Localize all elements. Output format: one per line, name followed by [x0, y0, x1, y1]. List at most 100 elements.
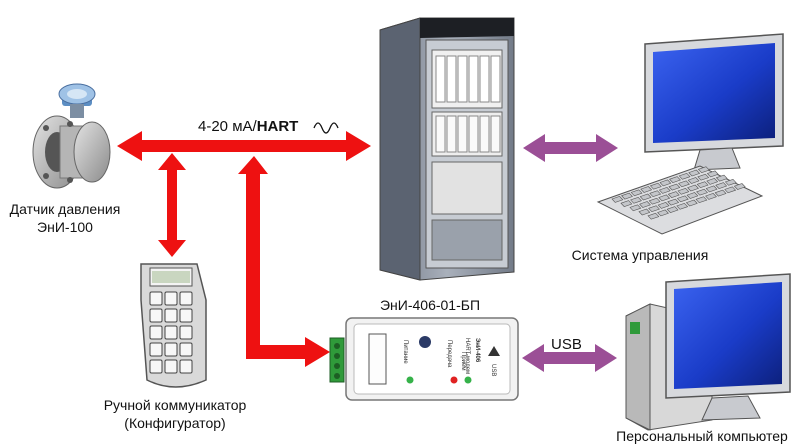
modem-label: ЭнИ-406-01-БП — [379, 297, 481, 313]
handheld-label-line2: (Конфигуратор) — [124, 415, 226, 431]
usb-link-label: USB — [551, 336, 582, 353]
sensor-handheld-arrow — [158, 153, 186, 257]
keyboard-key — [678, 172, 691, 180]
keypad-key — [179, 342, 193, 357]
keypad-key — [179, 359, 193, 374]
rack-module — [479, 115, 490, 153]
keyboard-key — [686, 192, 699, 199]
keyboard-key — [648, 197, 661, 205]
keyboard-key — [657, 202, 670, 209]
cabinet-pc-arrow — [523, 134, 618, 162]
keyboard-key — [677, 187, 690, 195]
pc-label: Персональный компьютер — [616, 428, 788, 444]
keyboard-key — [640, 186, 653, 193]
keyboard-key — [647, 212, 660, 220]
keypad-key — [164, 291, 178, 306]
keyboard-key — [629, 204, 642, 212]
handheld-label-line1: Ручной коммуникатор — [103, 397, 247, 413]
rack-module — [468, 55, 479, 103]
handheld-label: Ручной коммуникатор (Конфигуратор) — [85, 396, 265, 432]
sensor-label-line1: Датчик давления — [9, 201, 121, 217]
protocol-label: 4-20 мА/HART — [198, 118, 298, 135]
keyboard-key — [658, 194, 671, 202]
modem-panel-usb: USB — [490, 364, 496, 376]
keyboard-key — [667, 191, 680, 198]
keyboard-key — [724, 178, 737, 186]
control-system-label: Система управления — [571, 247, 709, 263]
keypad-key — [179, 291, 193, 306]
keyboard-key — [620, 200, 633, 207]
personal-computer-icon — [625, 273, 791, 431]
protocol-hart: HART — [256, 118, 299, 135]
keyboard-key — [639, 201, 651, 208]
hart-bus-horizontal-arrow — [117, 131, 371, 161]
keyboard-key — [676, 202, 689, 210]
sensor-label: Датчик давления ЭнИ-100 — [0, 200, 130, 236]
rack-module — [446, 55, 457, 103]
keyboard-key — [733, 183, 746, 190]
handheld-keypad — [149, 291, 193, 374]
keypad-key — [149, 308, 163, 323]
keyboard-key — [658, 187, 671, 194]
hart-wave-icon — [313, 122, 339, 134]
rack-module — [435, 115, 446, 153]
keyboard-key — [715, 174, 728, 182]
keyboard-key — [706, 178, 719, 185]
cabinet-racks — [435, 55, 501, 153]
modem-panel-model: ЭнИ-406 — [474, 338, 480, 363]
keypad-key — [164, 325, 178, 340]
keyboard-key — [724, 186, 737, 194]
keypad-key — [149, 291, 163, 306]
rack-module — [446, 115, 457, 153]
rack-module — [468, 115, 479, 153]
keyboard-key — [687, 177, 700, 184]
modem-panel-receive: Прием — [460, 352, 466, 370]
rack-module — [490, 115, 501, 153]
keyboard-key — [621, 192, 633, 200]
keypad-key — [164, 359, 178, 374]
keyboard-key — [715, 182, 728, 189]
keyboard-key — [678, 180, 690, 188]
keyboard-key — [666, 206, 679, 213]
pressure-sensor-icon — [32, 83, 111, 189]
keyboard-key — [706, 170, 719, 178]
keyboard-key — [649, 190, 662, 198]
hart-bus — [117, 131, 371, 367]
modem-panel-transmit: Передача — [446, 340, 452, 368]
keyboard-key — [685, 199, 698, 207]
keyboard-key — [667, 198, 680, 206]
keyboard-key — [668, 183, 681, 191]
keyboard-key — [676, 195, 689, 203]
sensor-label-line2: ЭнИ-100 — [37, 219, 93, 235]
rack-module — [490, 55, 501, 103]
modem-panel-text: USB ЭнИ-406 HART-модем Питание Передача … — [402, 338, 496, 376]
keyboard-key — [669, 176, 681, 183]
keyboard-key — [630, 196, 642, 204]
keyboard-key — [705, 193, 717, 200]
modem-panel-type: HART-модем — [464, 338, 470, 374]
keyboard-key — [611, 196, 624, 203]
keyboard-key — [649, 182, 662, 190]
keypad-key — [149, 342, 163, 357]
keyboard-key — [696, 181, 709, 189]
hart-modem-device — [329, 317, 519, 401]
keyboard-key — [696, 188, 708, 196]
rack-module — [457, 55, 468, 103]
keyboard-keys — [611, 166, 746, 220]
keypad-key — [179, 308, 193, 323]
keypad-key — [149, 325, 163, 340]
rack-module — [457, 115, 468, 153]
keyboard-key — [697, 166, 710, 174]
keyboard-key — [638, 208, 651, 216]
rack-module — [479, 55, 490, 103]
keyboard-key — [630, 189, 643, 197]
keyboard-key — [705, 185, 718, 193]
keypad-key — [149, 359, 163, 374]
usb-arrow — [522, 344, 617, 372]
rack-module — [435, 55, 446, 103]
keyboard-key — [695, 196, 708, 204]
keypad-key — [164, 342, 178, 357]
keyboard-key — [687, 184, 699, 192]
keyboard-key — [657, 209, 669, 217]
